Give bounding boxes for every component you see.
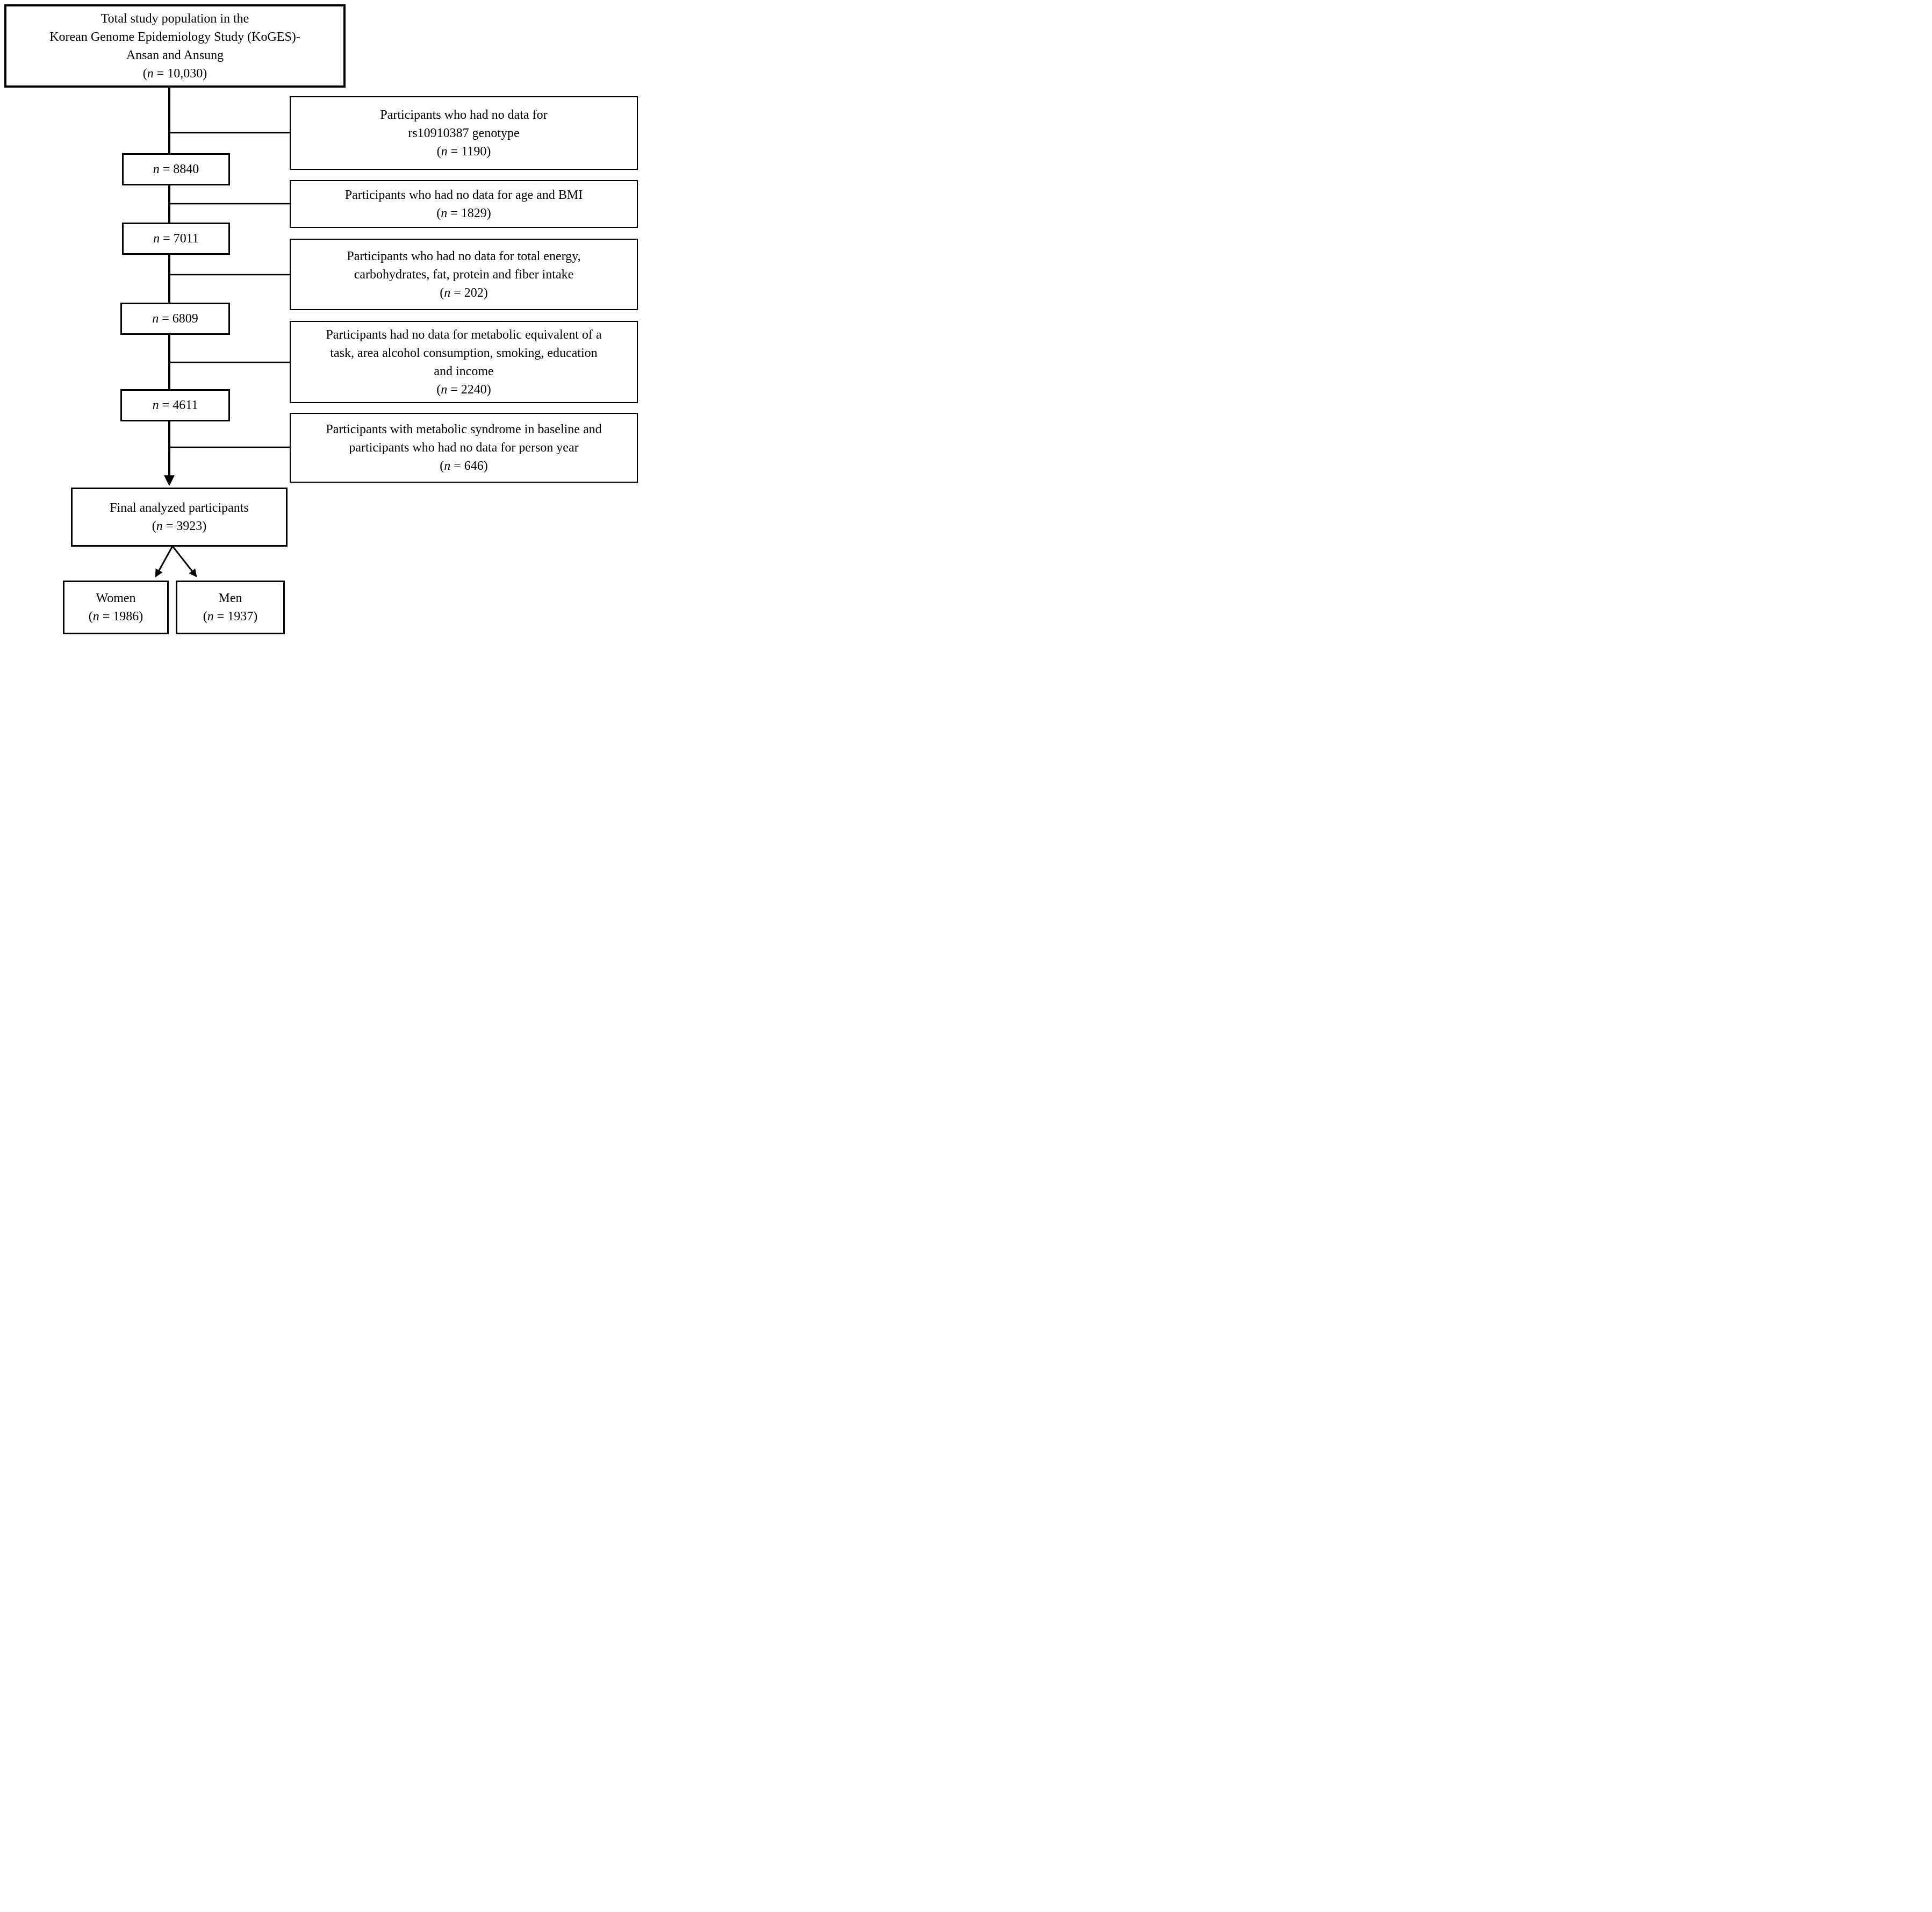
exclusion-box-metsyn-personyear: Participants with metabolic syndrome in … <box>290 413 638 483</box>
count-line: n = 8840 <box>153 160 199 178</box>
n-symbol: n <box>153 162 160 176</box>
count-line: (n = 1986) <box>89 607 143 626</box>
arrow-to-women <box>155 546 174 578</box>
box-text-line: Final analyzed participants <box>110 501 249 515</box>
count-value: = 4611 <box>159 398 198 412</box>
box-men: Men (n = 1937) <box>176 581 285 634</box>
box-text-line: Participants who had no data for total e… <box>347 249 581 263</box>
box-final-participants: Final analyzed participants (n = 3923) <box>71 488 288 547</box>
count-line: n = 6809 <box>152 310 198 328</box>
participant-flow-diagram: Total study population in the Korean Gen… <box>0 0 644 638</box>
n-symbol: n <box>147 66 154 81</box>
n-symbol: n <box>153 232 160 246</box>
box-text-line: Participants had no data for metabolic e… <box>326 327 602 342</box>
box-text-line: Participants who had no data for age and… <box>344 188 583 202</box>
box-women: Women (n = 1986) <box>63 581 169 634</box>
count-value: = 1986) <box>99 610 143 624</box>
n-symbol: n <box>444 459 451 473</box>
count-line: (n = 1937) <box>203 607 258 626</box>
count-value: = 6809 <box>159 312 198 326</box>
box-text-line: Korean Genome Epidemiology Study (KoGES)… <box>49 30 300 44</box>
count-value: = 10,030) <box>153 66 207 81</box>
count-line: (n = 1829) <box>436 204 491 223</box>
n-symbol: n <box>152 312 159 326</box>
exclusion-box-met-lifestyle: Participants had no data for metabolic e… <box>290 321 638 403</box>
box-text-line: carbohydrates, fat, protein and fiber in… <box>354 267 574 282</box>
n-symbol: n <box>156 519 163 533</box>
count-value: = 646) <box>450 459 488 473</box>
count-open-paren: ( <box>88 610 93 624</box>
count-line: n = 4611 <box>153 396 198 414</box>
count-line: (n = 646) <box>440 457 488 475</box>
count-line: n = 7011 <box>153 230 199 248</box>
box-text-line: participants who had no data for person … <box>349 441 579 455</box>
n-symbol: n <box>444 285 451 300</box>
count-open-paren: ( <box>440 285 444 300</box>
count-line: (n = 1190) <box>437 142 491 161</box>
interim-count-box-4611: n = 4611 <box>120 389 230 421</box>
n-symbol: n <box>207 610 214 624</box>
count-open-paren: ( <box>203 610 207 624</box>
n-symbol: n <box>441 382 448 397</box>
count-open-paren: ( <box>436 144 441 159</box>
n-symbol: n <box>441 144 448 159</box>
count-line: (n = 3923) <box>152 517 207 535</box>
exclusion-box-age-bmi: Participants who had no data for age and… <box>290 180 638 228</box>
interim-count-box-8840: n = 8840 <box>122 153 230 185</box>
box-text-line: Total study population in the <box>100 11 249 26</box>
box-text-line: and income <box>434 364 494 378</box>
count-value: = 3923) <box>162 519 207 533</box>
box-text-line: Ansan and Ansung <box>126 48 224 62</box>
box-text-line: rs10910387 genotype <box>408 126 520 140</box>
count-line: (n = 202) <box>440 284 488 302</box>
box-text-line: Women <box>96 591 136 605</box>
count-line: (n = 2240) <box>436 381 491 399</box>
box-text-line: Participants with metabolic syndrome in … <box>326 422 602 436</box>
interim-count-box-7011: n = 7011 <box>122 223 230 255</box>
arrow-to-men <box>171 546 197 577</box>
count-open-paren: ( <box>436 382 441 397</box>
count-open-paren: ( <box>152 519 156 533</box>
count-value: = 2240) <box>447 382 491 397</box>
box-text-line: task, area alcohol consumption, smoking,… <box>330 346 598 360</box>
box-text-line: Men <box>218 591 242 605</box>
count-open-paren: ( <box>440 459 444 473</box>
count-value: = 1190) <box>447 144 491 159</box>
interim-count-box-6809: n = 6809 <box>120 303 230 335</box>
count-value: = 7011 <box>160 232 199 246</box>
box-text-line: Participants who had no data for <box>380 108 548 122</box>
count-value: = 1937) <box>213 610 258 624</box>
exclusion-box-diet-intake: Participants who had no data for total e… <box>290 239 638 310</box>
count-value: = 202) <box>450 285 488 300</box>
count-value: = 8840 <box>159 162 199 176</box>
count-value: = 1829) <box>447 206 491 220</box>
count-open-paren: ( <box>142 66 147 81</box>
n-symbol: n <box>441 206 448 220</box>
exclusion-box-genotype: Participants who had no data for rs10910… <box>290 96 638 170</box>
count-line: (n = 10,030) <box>143 65 207 83</box>
n-symbol: n <box>92 610 99 624</box>
count-open-paren: ( <box>436 206 441 220</box>
n-symbol: n <box>152 398 159 412</box>
box-total-population: Total study population in the Korean Gen… <box>4 4 346 88</box>
